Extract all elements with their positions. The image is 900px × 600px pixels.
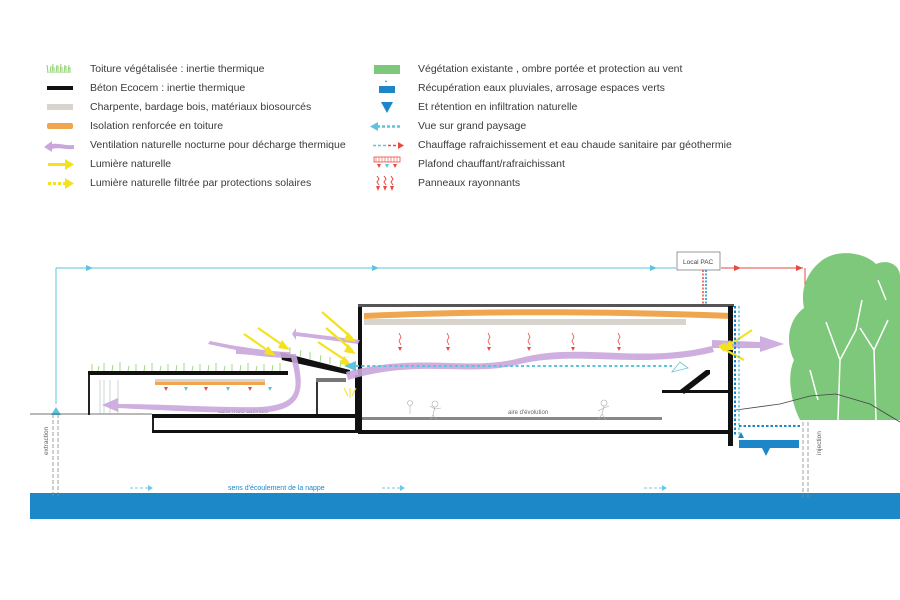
gym-building (358, 304, 734, 446)
green-roof-icon (46, 63, 71, 74)
tree-trunks (809, 279, 889, 421)
cyan-view-arrow-icon (370, 122, 401, 131)
groundwater-band (30, 493, 900, 519)
radiant-ceiling-icon (373, 156, 401, 168)
filtered-light-rays (343, 387, 357, 398)
orange-insulation-bar-icon (47, 123, 73, 129)
water-infiltration-arrow-icon (381, 102, 393, 113)
local-pac-box (676, 251, 721, 271)
ventilation-flow (102, 328, 784, 413)
salle-multi-building (88, 347, 358, 433)
radiant-panels-icon (376, 175, 394, 191)
legend-label: Et rétention en infiltration naturelle (418, 101, 578, 113)
geothermal-arrow-icon (373, 142, 404, 149)
legend-label: Plafond chauffant/rafraichissant (418, 158, 565, 170)
radiant-panel-triangles (398, 347, 621, 351)
injection-well (802, 410, 809, 498)
ground-line (30, 393, 900, 423)
legend-label: Récupération eaux pluviales, arrosage es… (418, 82, 665, 94)
extraction-well (51, 407, 61, 498)
legend-label: Ventilation naturelle nocturne pour déch… (90, 139, 346, 151)
black-concrete-bar-icon (47, 86, 73, 90)
legend-label: Lumière naturelle (90, 158, 172, 170)
legend-label: Chauffage rafraichissement et eau chaude… (418, 139, 732, 151)
purple-ventilation-arrow-icon (44, 141, 74, 152)
green-vegetation-bar-icon (374, 65, 400, 74)
grey-wood-bar-icon (47, 104, 73, 110)
injection-label: injection (816, 431, 823, 455)
radiant-panel-markers (398, 332, 621, 346)
legend-label: Toiture végétalisée : inertie thermique (90, 63, 265, 75)
local-pac-label: Local PAC (683, 259, 714, 266)
trees (789, 253, 900, 420)
aire-evolution-label: aire d'évolution (508, 410, 548, 416)
legend-label: Béton Ecocem : inertie thermique (90, 82, 246, 94)
geothermal-pipe (734, 306, 800, 436)
legend-label: Isolation renforcée en toiture (90, 120, 224, 132)
legend-label: Végétation existante , ombre portée et p… (418, 63, 683, 75)
legend-label: Lumière naturelle filtrée par protection… (90, 177, 312, 189)
groundwater-label: sens d'écoulement de la nappe (228, 485, 325, 492)
extraction-label: extraction (43, 426, 50, 455)
legend-label: Panneaux rayonnants (418, 177, 521, 189)
landscape-view-arrow (344, 361, 689, 373)
rainwater-tank (739, 440, 799, 448)
yellow-dashed-light-arrow-icon (48, 178, 74, 189)
light-arrowheads (264, 332, 734, 366)
yellow-light-arrow-icon (48, 159, 74, 170)
rainwater-recovery-icon (379, 80, 395, 93)
legend-label: Vue sur grand paysage (418, 120, 527, 132)
legend-label: Charpente, bardage bois, matériaux bioso… (90, 101, 312, 113)
